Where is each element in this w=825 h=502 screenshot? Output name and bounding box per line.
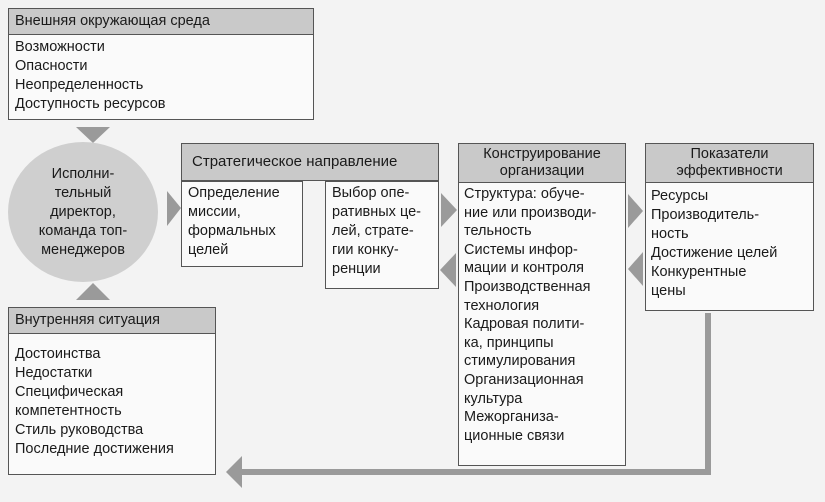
organization-design-box: Конструирование организации Структура: о… — [458, 143, 626, 466]
organization-design-title: Конструирование организации — [459, 144, 625, 183]
strategic-direction-box: Стратегическое направление — [181, 143, 439, 291]
design-item: тельность — [464, 223, 532, 240]
arrow-performance-design-left — [628, 252, 643, 286]
design-item: Структура: обуче- — [464, 186, 585, 202]
internal-situation-box: Внутренняя ситуация Достоинства Недостат… — [8, 307, 216, 475]
internal-item: Недостатки — [15, 365, 93, 381]
performance-list: Ресурсы Производитель- ность Достижение … — [646, 183, 813, 305]
design-item: культура — [464, 390, 523, 407]
external-environment-list: Возможности Опасности Неопределенность Д… — [9, 35, 313, 117]
internal-situation-list: Достоинства Недостатки Специфическая ком… — [9, 334, 215, 462]
performance-item: Ресурсы — [651, 188, 709, 204]
design-item: ка, принципы — [464, 334, 554, 351]
arrow-ellipse-right — [167, 191, 181, 226]
executive-ellipse: Исполни- тельный директор, команда топ- … — [8, 142, 158, 282]
design-item: Производственная — [464, 278, 591, 295]
design-item: ние или производи- — [464, 204, 597, 221]
arrow-design-performance-right — [628, 194, 643, 228]
strategic-direction-title: Стратегическое направление — [181, 143, 439, 181]
internal-situation-title: Внутренняя ситуация — [9, 308, 215, 334]
performance-item: Производитель- — [651, 207, 760, 223]
design-item: технология — [464, 297, 540, 314]
internal-item: Последние достижения — [15, 441, 174, 457]
arrow-internal-up — [76, 283, 110, 300]
organization-design-list: Структура: обуче- ние или производи- тел… — [459, 183, 625, 447]
internal-item: компетентность — [15, 403, 122, 419]
performance-title: Показатели эффективности — [646, 144, 813, 183]
external-item: Неопределенность — [15, 77, 144, 93]
feedback-line — [240, 313, 711, 475]
design-item: ционные связи — [464, 427, 565, 444]
internal-item: Стиль руководства — [15, 422, 144, 438]
executive-label: Исполни- тельный директор, команда топ- … — [38, 165, 128, 258]
design-item: Межорганиза- — [464, 409, 559, 426]
arrow-strategy-design-right — [441, 193, 457, 227]
external-item: Доступность ресурсов — [15, 96, 166, 112]
strategy-goals-box: Выбор опе- ративных це- лей, страте- гии… — [325, 181, 439, 289]
design-item: мации и контроля — [464, 260, 585, 277]
external-item: Возможности — [15, 39, 105, 55]
performance-item: Достижение целей — [651, 245, 778, 261]
performance-box: Показатели эффективности Ресурсы Произво… — [645, 143, 814, 311]
performance-item: ность — [651, 226, 689, 242]
internal-item: Достоинства — [15, 346, 101, 362]
feedback-arrow-head — [226, 456, 242, 488]
internal-item: Специфическая — [15, 384, 124, 400]
design-item: стимулирования — [464, 353, 576, 370]
external-environment-box: Внешняя окружающая среда Возможности Опа… — [8, 8, 314, 120]
arrow-design-strategy-left — [440, 253, 456, 287]
design-item: Системы инфор- — [464, 241, 578, 258]
external-environment-title: Внешняя окружающая среда — [9, 9, 313, 35]
strategy-mission-box: Определение миссии, формальных целей — [181, 181, 303, 267]
design-item: Кадровая полити- — [464, 316, 585, 333]
design-item: Организационная — [464, 371, 584, 388]
performance-item: Конкурентные — [651, 264, 747, 280]
external-item: Опасности — [15, 58, 88, 74]
performance-item: цены — [651, 283, 686, 299]
arrow-external-down — [76, 127, 110, 143]
